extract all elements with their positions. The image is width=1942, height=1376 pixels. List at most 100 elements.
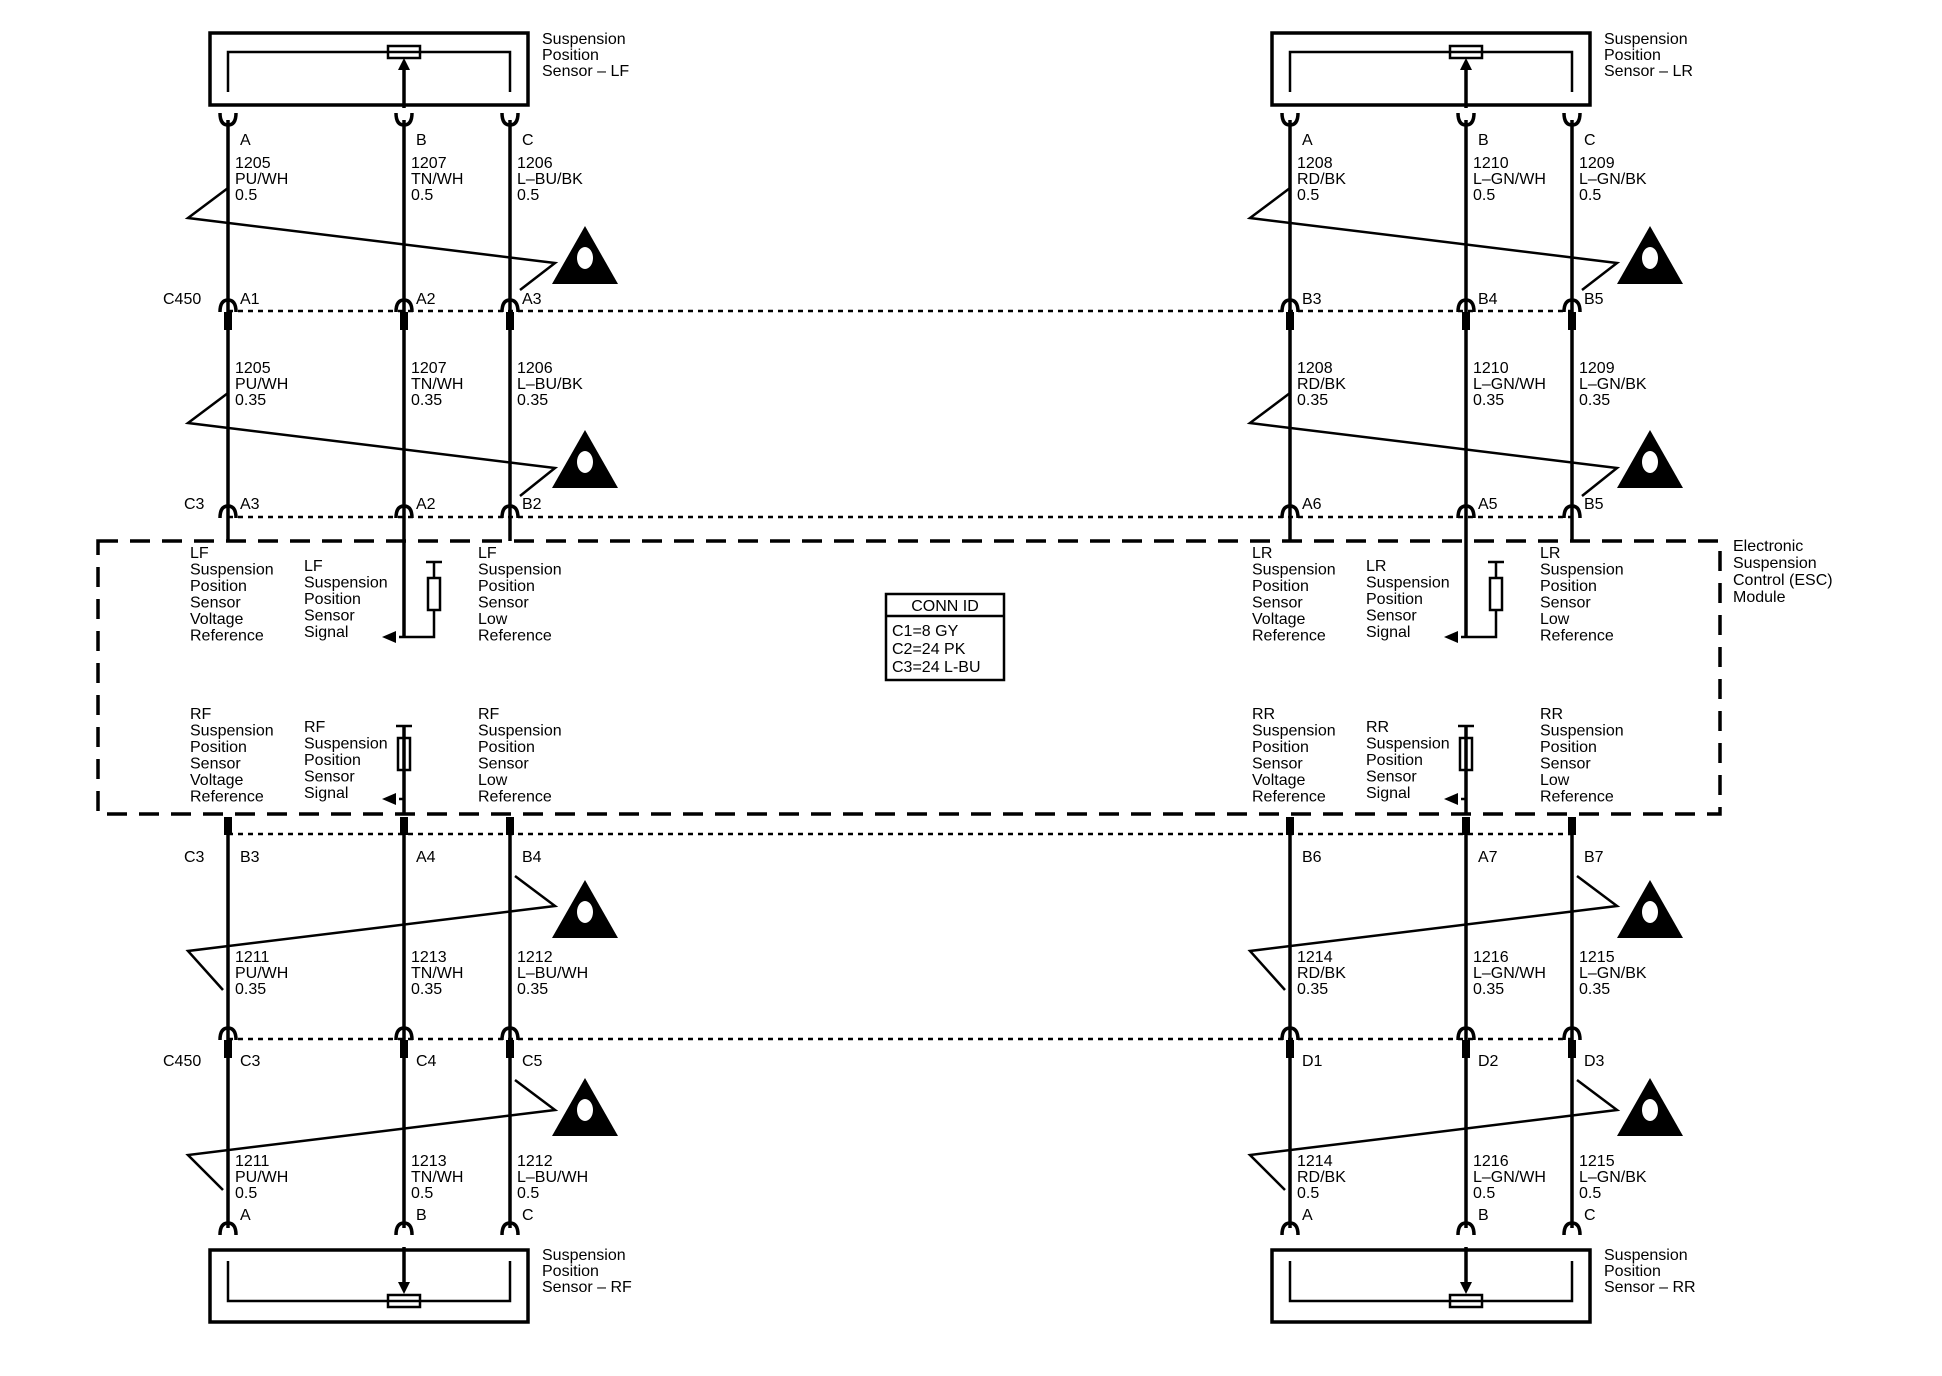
conn-id-row-c1: C1=8 GY <box>892 623 959 640</box>
rr-module-label-1-4: Signal <box>1366 785 1410 802</box>
rr-module-pin-label-2: B7 <box>1584 849 1604 866</box>
lr-wire-module-label-0-1: RD/BK <box>1297 376 1346 393</box>
c450-top-label: C450 <box>163 291 201 308</box>
lr-sensor-name-2: Sensor – LR <box>1604 63 1693 80</box>
rf-sensor-name-1: Position <box>542 1263 599 1280</box>
rr-wire-module-label-0-2: 0.35 <box>1297 981 1328 998</box>
lr-module-label-0-3: Sensor <box>1252 595 1303 612</box>
lf-module-label-0-2: Position <box>190 578 247 595</box>
lr-warning-1 <box>1617 226 1683 284</box>
lr-module-label-2-1: Suspension <box>1540 562 1624 579</box>
rr-sensor-name-1: Position <box>1604 1263 1661 1280</box>
lr-c450-pin-label-0: B3 <box>1302 291 1322 308</box>
rr-potentiometer <box>1448 1293 1484 1309</box>
rf-sensor-inner-loop <box>226 1261 512 1303</box>
lr-warning-2-dot <box>1647 475 1653 481</box>
rf-module-label-2-1: Suspension <box>478 723 562 740</box>
rf-module-label-2-0: RF <box>478 706 500 723</box>
rf-module-pin-1 <box>400 817 408 835</box>
esc-module-box <box>96 539 1722 816</box>
rf-c450-pin-label-0: C3 <box>240 1053 261 1070</box>
lr-module-label-2-3: Sensor <box>1540 595 1591 612</box>
rf-module-label-1-4: Signal <box>304 785 348 802</box>
rf-module-label-2-4: Low <box>478 772 508 789</box>
lf-wire-sensor-label-1-0: 1207 <box>411 155 447 172</box>
module-name-line-3: Control (ESC) <box>1733 572 1833 589</box>
rr-module-label-1-3: Sensor <box>1366 769 1417 786</box>
rr-terminal-cup-0 <box>1280 1221 1300 1236</box>
lf-c450-pin-label-1: A2 <box>416 291 436 308</box>
rf-wire-sensor-label-2-1: L–BU/WH <box>517 1169 588 1186</box>
rr-wire-module-label-1-1: L–GN/WH <box>1473 965 1546 982</box>
lf-wire-module-label-0-0: 1205 <box>235 360 271 377</box>
rf-module-pin-label-0: B3 <box>240 849 260 866</box>
rr-wire-sensor-label-1-2: 0.5 <box>1473 1185 1495 1202</box>
rr-c450-cup-0 <box>1280 1026 1300 1041</box>
rf-wiper-arrow <box>398 1282 410 1294</box>
rf-warning-1-dot <box>582 925 588 931</box>
lr-warning-2 <box>1617 430 1683 488</box>
lf-module-label-0-5: Reference <box>190 628 264 645</box>
rr-c450-pin-2 <box>1568 1040 1576 1058</box>
lr-terminal-cup-0 <box>1280 112 1300 127</box>
rf-warning-2-dot <box>582 1123 588 1129</box>
rf-c450-cup-0 <box>218 1026 238 1041</box>
rf-break-symbol-2 <box>185 1079 559 1191</box>
lr-terminal-cup-1 <box>1456 112 1476 127</box>
lr-module-label-1-2: Position <box>1366 591 1423 608</box>
rr-terminal-label-1: B <box>1478 1207 1489 1224</box>
lf-module-label-2-2: Position <box>478 578 535 595</box>
lf-warning-1-dot <box>582 271 588 277</box>
conn-id-row-c3: C3=24 L-BU <box>892 659 981 676</box>
rr-module-label-1-1: Suspension <box>1366 736 1450 753</box>
lr-wire-module-label-1-1: L–GN/WH <box>1473 376 1546 393</box>
lf-wire-sensor-label-0-1: PU/WH <box>235 171 288 188</box>
lf-terminal-cup-0 <box>218 112 238 127</box>
rr-c450-pin-label-2: D3 <box>1584 1053 1605 1070</box>
lf-wire-sensor-label-2-0: 1206 <box>517 155 553 172</box>
rr-sensor-name-2: Sensor – RR <box>1604 1279 1696 1296</box>
lf-warning-2-mark <box>577 451 593 473</box>
lr-module-label-2-4: Low <box>1540 611 1570 628</box>
rr-warning-2-dot <box>1647 1123 1653 1129</box>
lr-wire-module-label-0-0: 1208 <box>1297 360 1333 377</box>
rf-warning-2 <box>552 1078 618 1136</box>
rf-pullup-resistor <box>396 736 412 772</box>
lr-wire-sensor-label-1-0: 1210 <box>1473 155 1509 172</box>
lr-wire-sensor-label-2-0: 1209 <box>1579 155 1615 172</box>
lf-warning-1 <box>552 226 618 284</box>
rf-wire-sensor-label-1-0: 1213 <box>411 1153 447 1170</box>
rr-wire-module-label-2-0: 1215 <box>1579 949 1615 966</box>
lr-module-label-0-0: LR <box>1252 545 1272 562</box>
lf-wire-module-label-1-2: 0.35 <box>411 392 442 409</box>
rr-warning-1-dot <box>1647 925 1653 931</box>
rf-module-label-1-3: Sensor <box>304 769 355 786</box>
rf-module-label-0-3: Sensor <box>190 756 241 773</box>
rr-module-label-0-1: Suspension <box>1252 723 1336 740</box>
module-name-line-2: Suspension <box>1733 555 1817 572</box>
rr-wire-sensor-label-2-0: 1215 <box>1579 1153 1615 1170</box>
rr-module-label-2-4: Low <box>1540 772 1570 789</box>
lf-terminal-label-2: C <box>522 132 534 149</box>
rf-wire-module-label-0-0: 1211 <box>235 949 270 966</box>
rf-terminal-cup-1 <box>394 1221 414 1236</box>
lr-module-pin-label-1: A5 <box>1478 496 1498 513</box>
rf-sensor-box <box>208 1248 530 1324</box>
rr-c450-pin-label-1: D2 <box>1478 1053 1499 1070</box>
rr-module-label-0-0: RR <box>1252 706 1275 723</box>
rf-c450-cup-2 <box>500 1026 520 1041</box>
rr-sensor-name-0: Suspension <box>1604 1247 1688 1264</box>
rf-c450-pin-2 <box>506 1040 514 1058</box>
lf-sensor-name-0: Suspension <box>542 31 626 48</box>
rf-module-pin-2 <box>506 817 514 835</box>
rf-potentiometer <box>386 1293 422 1309</box>
lf-wire-module-label-0-2: 0.35 <box>235 392 266 409</box>
lf-sensor-name-1: Position <box>542 47 599 64</box>
rf-module-label-2-2: Position <box>478 739 535 756</box>
rf-wire-module-label-0-2: 0.35 <box>235 981 266 998</box>
rr-module-pin-1 <box>1462 817 1470 835</box>
c3-top-label: C3 <box>184 496 205 513</box>
rf-c450-cup-1 <box>394 1026 414 1041</box>
rr-module-pin-label-0: B6 <box>1302 849 1322 866</box>
